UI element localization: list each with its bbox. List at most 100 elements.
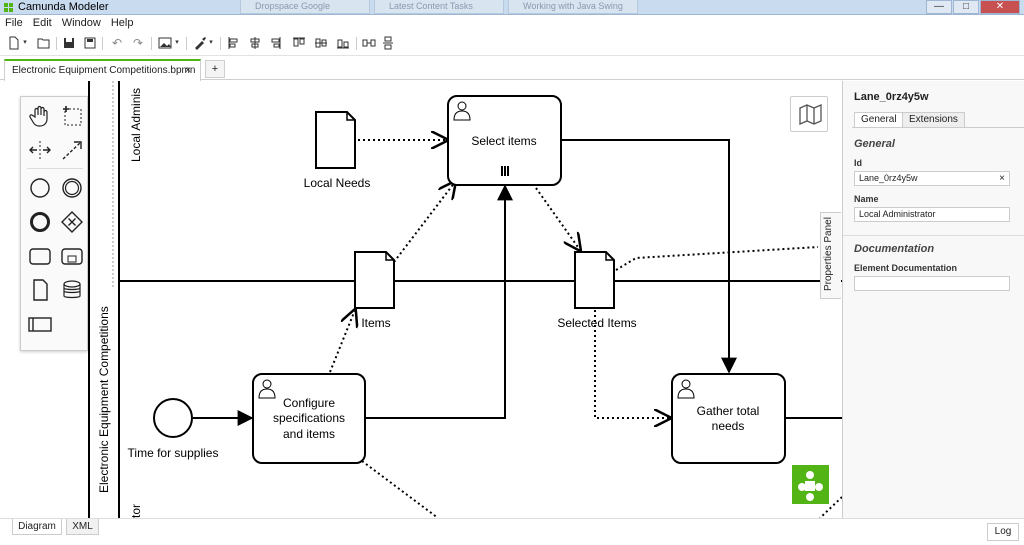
menu-file[interactable]: File (5, 17, 23, 29)
tab-extensions[interactable]: Extensions (902, 112, 965, 128)
tab-diagram-view[interactable]: Diagram (12, 519, 62, 535)
element-documentation-input[interactable] (854, 276, 1010, 291)
task-tool-icon[interactable] (27, 243, 53, 269)
export-dropdown-icon[interactable]: ▾ (175, 39, 179, 46)
align-middle-icon[interactable] (314, 35, 328, 51)
start-event-tool-icon[interactable] (27, 175, 53, 201)
align-top-icon[interactable] (292, 35, 306, 51)
distribute-horizontal-icon[interactable] (362, 35, 376, 51)
start-event[interactable] (153, 398, 193, 438)
task-gather-total-needs[interactable]: Gather total needs (671, 373, 786, 464)
subprocess-tool-icon[interactable] (59, 243, 85, 269)
background-tab[interactable]: Working with Java Swing (508, 0, 638, 14)
open-folder-icon[interactable] (37, 35, 51, 51)
lane-label-top[interactable]: Local Adminis (129, 88, 143, 162)
end-event-tool-icon[interactable] (27, 209, 53, 235)
align-left-icon[interactable] (227, 35, 239, 51)
distribute-vertical-icon[interactable] (382, 35, 394, 51)
sequence-flow[interactable] (562, 139, 737, 374)
camunda-logo-icon (4, 3, 13, 12)
properties-panel-toggle[interactable]: Properties Panel (820, 212, 841, 299)
menu-window[interactable]: Window (61, 17, 101, 29)
align-bottom-icon[interactable] (336, 35, 350, 51)
data-association[interactable] (819, 496, 842, 518)
data-association[interactable] (329, 310, 355, 373)
space-tool-icon[interactable] (27, 137, 53, 163)
diagram-canvas[interactable]: Local Adminis Electronic Equipment Compe… (0, 81, 842, 518)
pool[interactable] (88, 81, 842, 518)
task-configure-specifications[interactable]: Configure specifications and items (252, 373, 366, 464)
title-bar: Camunda Modeler Dropspace Google Latest … (0, 0, 1024, 15)
tools-icon[interactable] (193, 35, 207, 51)
clear-id-icon[interactable]: × (999, 173, 1005, 184)
tab-label: Electronic Equipment Competitions.bpmn (12, 65, 196, 76)
align-center-icon[interactable] (249, 35, 261, 51)
global-connect-tool-icon[interactable] (59, 137, 85, 163)
pool-label[interactable]: Electronic Equipment Competitions (97, 306, 111, 493)
properties-panel: Lane_0rz4y5w General Extensions General … (842, 81, 1024, 518)
lane-label-bottom[interactable]: tor (129, 504, 143, 518)
undo-icon[interactable]: ↶ (111, 36, 123, 50)
maximize-button[interactable]: □ (953, 0, 979, 14)
data-association[interactable] (594, 310, 670, 418)
data-store-tool-icon[interactable] (59, 277, 85, 303)
tools-dropdown-icon[interactable]: ▾ (209, 39, 213, 46)
background-tab[interactable]: Dropspace Google (240, 0, 370, 14)
add-tab-button[interactable]: + (205, 60, 225, 78)
hand-tool-icon[interactable] (27, 103, 53, 129)
map-icon (799, 104, 822, 125)
task-label-line: Gather total (697, 404, 760, 418)
data-object-selected-items[interactable] (574, 251, 615, 309)
element-documentation-label: Element Documentation (854, 263, 958, 273)
properties-element-title: Lane_0rz4y5w (854, 91, 929, 103)
save-icon[interactable] (63, 35, 75, 51)
data-object-label[interactable]: Items (361, 316, 390, 330)
tab-xml-view[interactable]: XML (66, 519, 99, 535)
task-label-line: specifications (273, 411, 345, 425)
menu-help[interactable]: Help (110, 17, 134, 29)
name-input[interactable]: Local Administrator (854, 207, 1010, 222)
gateway-tool-icon[interactable] (59, 209, 85, 235)
bpmn-io-logo-icon[interactable] (792, 465, 829, 504)
tool-palette (20, 96, 88, 351)
user-task-icon (677, 379, 695, 399)
id-input[interactable]: Lane_0rz4y5w × (854, 171, 1010, 186)
sequence-flow[interactable] (365, 184, 513, 419)
data-object-label[interactable]: Selected Items (557, 316, 636, 330)
save-as-icon[interactable] (84, 35, 96, 51)
data-association[interactable] (535, 187, 580, 250)
close-tab-icon[interactable]: × (185, 65, 191, 76)
data-object-local-needs[interactable] (315, 111, 356, 169)
align-right-icon[interactable] (270, 35, 282, 51)
menu-edit[interactable]: Edit (32, 17, 52, 29)
start-event-label[interactable]: Time for supplies (128, 446, 219, 460)
minimize-button[interactable]: — (926, 0, 952, 14)
data-association[interactable] (615, 246, 819, 271)
task-select-items[interactable]: Select items (447, 95, 562, 186)
task-label-line: and items (283, 427, 335, 441)
participant-tool-icon[interactable] (27, 311, 53, 337)
menu-bar: File Edit Window Help (0, 15, 1024, 31)
properties-panel-toggle-label: Properties Panel (823, 217, 834, 291)
log-button[interactable]: Log (987, 523, 1019, 541)
intermediate-event-tool-icon[interactable] (59, 175, 85, 201)
new-dropdown-icon[interactable]: ▾ (23, 39, 27, 46)
data-object-items[interactable] (354, 251, 395, 309)
minimap-toggle-button[interactable] (790, 96, 828, 132)
data-association[interactable] (357, 457, 439, 518)
close-window-button[interactable]: ✕ (980, 0, 1020, 14)
group-general-heading: General (854, 138, 895, 150)
data-object-label[interactable]: Local Needs (304, 176, 371, 190)
redo-icon[interactable]: ↷ (132, 36, 144, 50)
new-file-icon[interactable] (8, 35, 20, 51)
name-label: Name (854, 194, 879, 204)
export-image-icon[interactable] (158, 35, 172, 51)
tab-general[interactable]: General (854, 112, 904, 128)
toolbar: ▾ ↶ ↷ ▾ ▾ (0, 31, 1024, 56)
data-association[interactable] (393, 182, 455, 263)
tab-electronic-equipment-competitions[interactable]: Electronic Equipment Competitions.bpmn × (4, 59, 201, 81)
background-tab[interactable]: Latest Content Tasks (374, 0, 504, 14)
data-object-tool-icon[interactable] (27, 277, 53, 303)
bottom-bar: Diagram XML Log (0, 518, 1024, 545)
lasso-tool-icon[interactable] (59, 103, 85, 129)
